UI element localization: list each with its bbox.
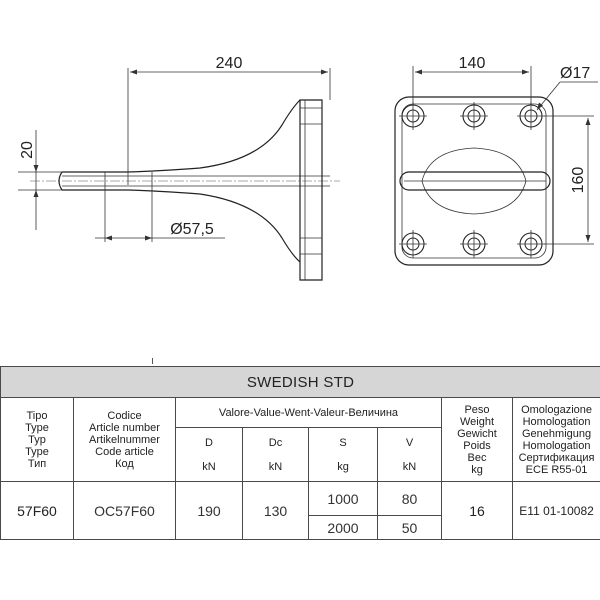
hole-bottom-left xyxy=(399,230,427,258)
table-row: 2000 50 xyxy=(1,515,600,540)
cell-tipo: 57F60 xyxy=(0,481,74,540)
front-plate xyxy=(394,96,554,266)
arm-bottom-edge xyxy=(62,189,301,263)
hole-top-left xyxy=(399,102,427,130)
hole-bottom-center xyxy=(460,230,488,258)
arrow-icon xyxy=(105,235,112,241)
arrow-icon xyxy=(130,69,137,75)
cell-v-1: 80 xyxy=(377,481,442,516)
cell-codice: OC57F60 xyxy=(73,481,176,540)
dim-ball-label: Ø57,5 xyxy=(170,221,214,238)
arm-top-edge xyxy=(62,99,301,173)
header-valore: Valore-Value-Went-Valeur-Величина xyxy=(175,397,442,428)
dim-hole-spacing-h-label: 140 xyxy=(459,55,486,72)
arrow-icon xyxy=(33,165,39,172)
cell-omologazione: E11 01-10082 xyxy=(511,481,600,540)
table-title: SWEDISH STD xyxy=(0,366,600,398)
hole-top-right xyxy=(517,102,545,130)
dim-hole-spacing-v-label: 160 xyxy=(570,167,587,194)
technical-drawing: 240 20 Ø57,5 xyxy=(18,55,598,281)
cell-d: 190 xyxy=(175,481,243,540)
arrow-icon xyxy=(145,235,152,241)
mounting-plate xyxy=(299,99,323,281)
table-row: 57F60 OC57F60 190 130 1000 80 16 E11 01-… xyxy=(0,481,600,540)
mounting-holes xyxy=(399,102,545,258)
dim-hole-label: Ø17 xyxy=(560,65,590,82)
arrow-icon xyxy=(585,235,591,242)
arrow-icon xyxy=(33,190,39,197)
dim-thickness-label: 20 xyxy=(19,141,36,159)
arrow-icon xyxy=(415,69,422,75)
side-view: 240 20 Ø57,5 xyxy=(18,55,340,281)
hole-bottom-right xyxy=(517,230,545,258)
arrow-icon xyxy=(537,102,543,110)
arrow-icon xyxy=(321,69,328,75)
dim-length-label: 240 xyxy=(216,55,243,72)
divider-tick xyxy=(152,358,153,364)
cell-dc: 130 xyxy=(242,481,309,540)
arm-tip xyxy=(58,171,63,191)
arm-section xyxy=(399,171,551,191)
front-view: 140 Ø17 160 xyxy=(394,55,598,266)
cell-s-1: 1000 xyxy=(308,481,378,516)
hole-top-center xyxy=(460,102,488,130)
arrow-icon xyxy=(585,118,591,125)
cell-peso: 16 xyxy=(441,481,513,540)
cell-s-2: 2000 xyxy=(308,515,378,540)
arrow-icon xyxy=(522,69,529,75)
cell-v-2: 50 xyxy=(377,515,442,540)
